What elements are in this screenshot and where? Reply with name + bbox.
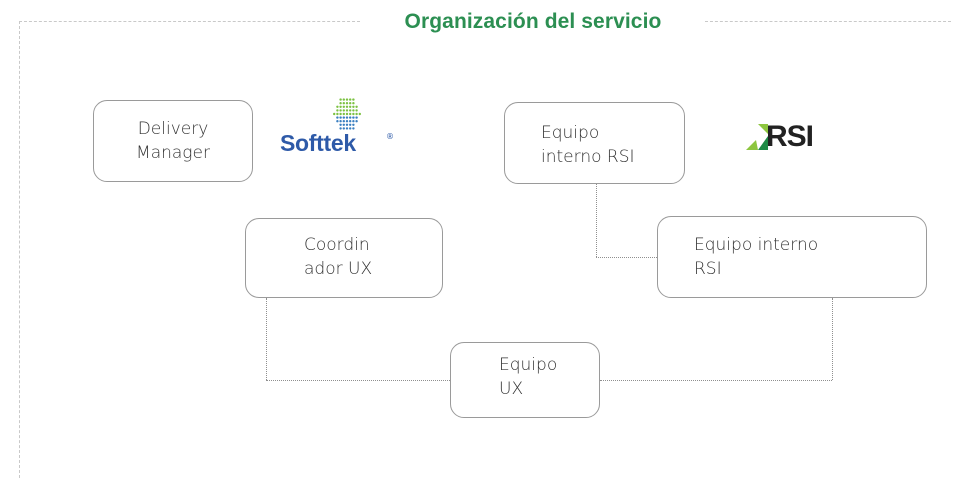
softtek-dot xyxy=(349,116,352,119)
softtek-dot xyxy=(345,120,349,123)
softtek-dot xyxy=(355,116,358,119)
softtek-dot xyxy=(352,98,355,101)
softtek-logo-text: Softtek xyxy=(280,130,356,156)
equipo-interno-rsi-top-label: Equipo interno RSI xyxy=(541,123,635,167)
coordinador-ux-box: Coordin ador UX xyxy=(245,218,443,298)
softtek-dot xyxy=(345,127,349,130)
softtek-dot xyxy=(352,109,355,112)
softtek-dots-icon xyxy=(333,98,361,130)
softtek-dot xyxy=(349,112,352,116)
softtek-dot xyxy=(355,109,358,112)
softtek-dot xyxy=(355,105,358,108)
coordinador-ux-label: Coordin ador UX xyxy=(304,235,373,279)
softtek-dot xyxy=(342,98,345,101)
softtek-dot xyxy=(339,123,342,126)
softtek-registered-mark: ® xyxy=(386,132,394,141)
softtek-dot xyxy=(333,112,336,116)
softtek-dot xyxy=(352,112,355,116)
softtek-dot xyxy=(342,116,345,119)
softtek-dot xyxy=(342,127,345,130)
softtek-dot xyxy=(339,102,342,105)
softtek-dot xyxy=(349,98,352,101)
softtek-dot xyxy=(339,98,342,101)
rsi-logo: RSI xyxy=(744,118,844,158)
softtek-dot xyxy=(336,105,339,108)
softtek-dot xyxy=(349,120,352,123)
softtek-dot xyxy=(352,127,355,130)
softtek-dot xyxy=(342,105,345,108)
softtek-dot xyxy=(345,109,349,112)
connector-rsi-horizontal xyxy=(596,257,657,258)
softtek-dot xyxy=(355,112,358,116)
equipo-interno-rsi-right-box: Equipo interno RSI xyxy=(657,216,927,298)
softtek-dot xyxy=(336,112,339,116)
rsi-logo-text: RSI xyxy=(766,120,814,153)
connector-coord-horizontal xyxy=(266,380,450,381)
equipo-ux-label: Equipo UX xyxy=(499,355,558,399)
rsi-mark-icon xyxy=(746,124,768,150)
softtek-dot xyxy=(349,102,352,105)
frame-left-border xyxy=(19,21,20,478)
softtek-dot xyxy=(349,105,352,108)
softtek-dot xyxy=(345,105,349,108)
equipo-interno-rsi-top-box: Equipo interno RSI xyxy=(504,102,685,184)
delivery-manager-label: Delivery Manager xyxy=(136,119,210,163)
delivery-manager-box: Delivery Manager xyxy=(93,100,253,182)
softtek-dot xyxy=(345,98,349,101)
softtek-dot xyxy=(355,120,358,123)
softtek-dot xyxy=(342,120,345,123)
connector-rsi2-vertical xyxy=(832,298,833,380)
softtek-dot xyxy=(336,109,339,112)
softtek-dot xyxy=(342,112,345,116)
softtek-dot xyxy=(349,109,352,112)
softtek-dot xyxy=(339,109,342,112)
connector-ux-rsi2-horizontal xyxy=(600,380,832,381)
equipo-ux-box: Equipo UX xyxy=(450,342,600,418)
softtek-logo: Softtek ® xyxy=(280,96,400,160)
softtek-dot xyxy=(352,116,355,119)
softtek-dot xyxy=(339,116,342,119)
softtek-dot xyxy=(349,123,352,126)
softtek-dot xyxy=(342,109,345,112)
softtek-dot xyxy=(345,102,349,105)
frame-top-right-border xyxy=(705,21,951,22)
softtek-dot xyxy=(352,120,355,123)
diagram-title: Organización del servicio xyxy=(404,10,662,33)
softtek-dot xyxy=(345,123,349,126)
softtek-dot xyxy=(339,127,342,130)
softtek-dot xyxy=(342,123,345,126)
softtek-dot xyxy=(336,120,339,123)
softtek-dot xyxy=(345,116,349,119)
softtek-dot xyxy=(345,112,349,116)
softtek-dot xyxy=(352,123,355,126)
frame-top-left-border xyxy=(19,21,360,22)
equipo-interno-rsi-right-label: Equipo interno RSI xyxy=(694,235,819,279)
softtek-dot xyxy=(352,102,355,105)
softtek-dot xyxy=(339,105,342,108)
softtek-dot xyxy=(352,105,355,108)
softtek-dot xyxy=(336,116,339,119)
connector-rsi-vertical xyxy=(596,184,597,257)
softtek-dot xyxy=(339,112,342,116)
softtek-dot xyxy=(342,102,345,105)
softtek-dot xyxy=(339,120,342,123)
softtek-dot xyxy=(349,127,352,130)
softtek-dot xyxy=(358,112,361,116)
connector-coord-vertical xyxy=(266,298,267,380)
